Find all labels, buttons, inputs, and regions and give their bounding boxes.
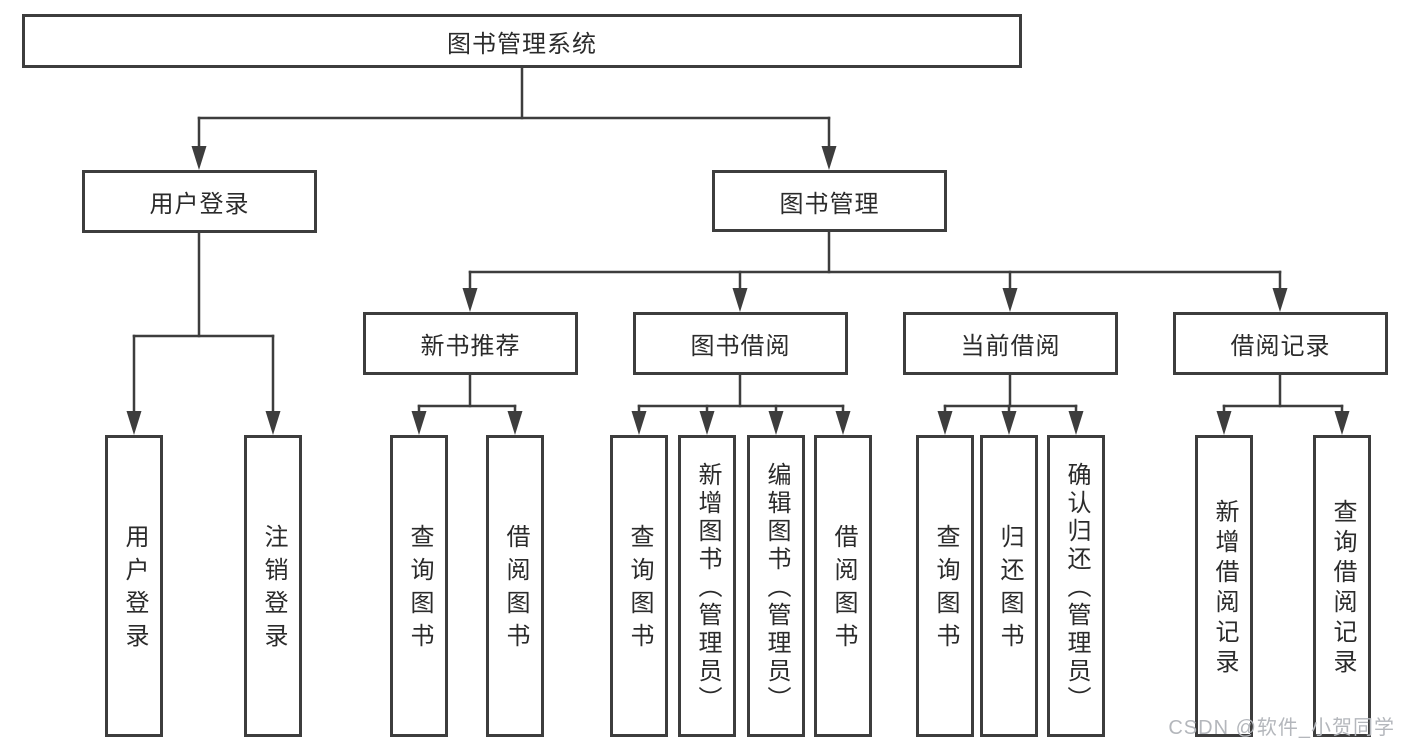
tree-node-label: 图书管理 bbox=[779, 190, 880, 218]
tree-node-label: 查询图书 bbox=[626, 524, 653, 656]
tree-node-user-login: 用户登录 bbox=[82, 170, 317, 233]
tree-node-leaf-query-books-2: 查询图书 bbox=[610, 435, 668, 737]
tree-node-leaf-user-login: 用户登录 bbox=[105, 435, 163, 737]
tree-node-book-management: 图书管理 bbox=[712, 170, 947, 232]
tree-node-label: 归还图书 bbox=[996, 524, 1023, 656]
tree-node-label: 查询借阅记录 bbox=[1329, 499, 1356, 679]
watermark: CSDN @软件_小贺同学 bbox=[1168, 717, 1395, 739]
tree-node-current-borrowing: 当前借阅 bbox=[903, 312, 1118, 375]
tree-node-leaf-confirm-return-admin: 确认归还（管理员） bbox=[1047, 435, 1105, 737]
tree-node-leaf-borrow-books-1: 借阅图书 bbox=[486, 435, 544, 737]
tree-node-borrowing-records: 借阅记录 bbox=[1173, 312, 1388, 375]
tree-node-label: 图书借阅 bbox=[690, 333, 791, 360]
tree-node-leaf-query-books-3: 查询图书 bbox=[916, 435, 974, 737]
tree-node-label: 借阅图书 bbox=[830, 524, 857, 656]
tree-node-label: 借阅图书 bbox=[502, 524, 529, 656]
tree-node-leaf-edit-book-admin: 编辑图书（管理员） bbox=[747, 435, 805, 737]
tree-node-label: 借阅记录 bbox=[1230, 333, 1331, 360]
tree-node-root: 图书管理系统 bbox=[22, 14, 1022, 68]
tree-node-label: 新增图书（管理员） bbox=[694, 462, 721, 714]
tree-node-label: 查询图书 bbox=[932, 524, 959, 656]
tree-node-new-book-recommend: 新书推荐 bbox=[363, 312, 578, 375]
tree-node-leaf-add-borrow-record: 新增借阅记录 bbox=[1195, 435, 1253, 737]
tree-node-label: 新增借阅记录 bbox=[1211, 499, 1238, 679]
tree-node-leaf-query-books-1: 查询图书 bbox=[390, 435, 448, 737]
tree-node-leaf-return-books: 归还图书 bbox=[980, 435, 1038, 737]
tree-node-leaf-logout: 注销登录 bbox=[244, 435, 302, 737]
tree-node-leaf-borrow-books-2: 借阅图书 bbox=[814, 435, 872, 737]
tree-node-label: 当前借阅 bbox=[960, 333, 1061, 360]
tree-node-label: 编辑图书（管理员） bbox=[763, 462, 790, 714]
tree-node-label: 新书推荐 bbox=[420, 333, 521, 360]
tree-node-label: 用户登录 bbox=[121, 524, 148, 656]
tree-node-label: 查询图书 bbox=[406, 524, 433, 656]
tree-node-label: 注销登录 bbox=[260, 524, 287, 656]
tree-node-book-borrowing: 图书借阅 bbox=[633, 312, 848, 375]
tree-node-label: 图书管理系统 bbox=[447, 30, 597, 58]
tree-node-label: 确认归还（管理员） bbox=[1063, 462, 1090, 714]
tree-node-leaf-query-borrow-record: 查询借阅记录 bbox=[1313, 435, 1371, 737]
tree-node-label: 用户登录 bbox=[149, 191, 250, 218]
tree-node-leaf-add-book-admin: 新增图书（管理员） bbox=[678, 435, 736, 737]
